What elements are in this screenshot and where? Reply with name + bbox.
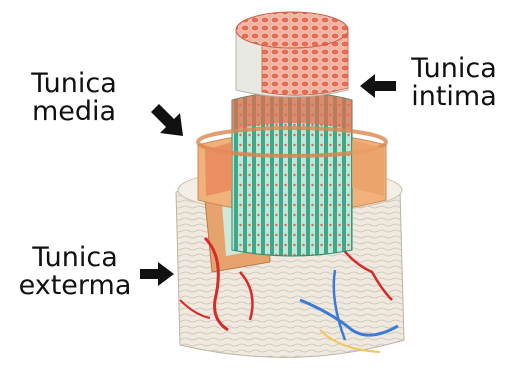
arrow-media-icon xyxy=(151,104,183,136)
tunica-intima-layer xyxy=(236,12,348,97)
label-media-line1: Tunica xyxy=(0,70,148,98)
label-externa-line2: exterma xyxy=(0,272,150,300)
label-intima-line1: Tunica xyxy=(396,55,512,83)
label-externa-line1: Tunica xyxy=(0,244,150,272)
label-tunica-media: Tunica media xyxy=(0,70,148,126)
label-media-line2: media xyxy=(0,98,148,126)
label-tunica-externa: Tunica exterma xyxy=(0,244,150,300)
label-intima-line2: intima xyxy=(396,83,512,111)
label-tunica-intima: Tunica intima xyxy=(396,55,512,111)
arrow-intima-icon xyxy=(360,74,396,98)
